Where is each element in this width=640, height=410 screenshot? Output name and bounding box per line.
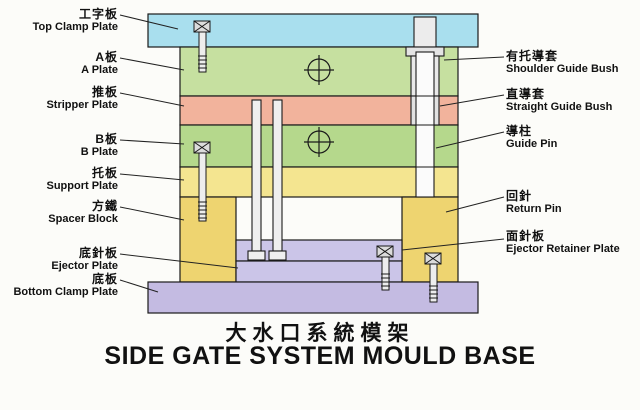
hole-symbol-b-plate [304, 127, 334, 157]
label-stripper-plate: 推板 Stripper Plate [46, 85, 118, 112]
bottom-clamp-plate [147, 281, 479, 314]
screw-ejector [376, 245, 394, 291]
label-ejector-plate-en: Ejector Plate [51, 260, 118, 273]
screw-top-left [193, 20, 211, 73]
label-guide-pin-zh: 導柱 [506, 124, 533, 138]
label-straight-guide-bush: 直導套 Straight Guide Bush [506, 87, 613, 114]
label-straight-guide-bush-zh: 直導套 [506, 87, 546, 101]
label-ejector-retainer-plate: 面針板 Ejector Retainer Plate [506, 229, 620, 256]
leader-lines [119, 14, 505, 293]
label-support-plate-zh: 托板 [91, 166, 118, 180]
label-shoulder-guide-bush: 有托導套 Shoulder Guide Bush [506, 49, 619, 76]
label-return-pin: 回針 Return Pin [506, 189, 562, 216]
hole-symbol-a-plate [304, 55, 334, 85]
label-b-plate-en: B Plate [80, 146, 118, 159]
label-return-pin-en: Return Pin [506, 203, 562, 216]
label-stripper-plate-zh: 推板 [91, 85, 118, 99]
label-bottom-clamp-plate-en: Bottom Clamp Plate [13, 286, 118, 299]
label-spacer-block-zh: 方鐵 [91, 199, 118, 213]
label-support-plate-en: Support Plate [46, 180, 118, 193]
label-ejector-plate: 底針板 Ejector Plate [51, 246, 118, 273]
screws [193, 20, 442, 303]
label-straight-guide-bush-en: Straight Guide Bush [506, 101, 613, 114]
return-pin-left-base [247, 250, 266, 261]
support-plate [179, 166, 459, 198]
label-a-plate: A板 A Plate [81, 50, 118, 77]
guide-assembly [405, 16, 445, 198]
label-guide-pin-en: Guide Pin [506, 138, 558, 151]
label-spacer-block: 方鐵 Spacer Block [48, 199, 118, 226]
label-b-plate-zh: B板 [95, 132, 118, 146]
return-pins [247, 99, 287, 261]
return-pin-left [251, 99, 262, 252]
hole-symbols [304, 55, 334, 157]
label-ejector-plate-zh: 底針板 [78, 246, 118, 260]
label-a-plate-en: A Plate [81, 64, 118, 77]
label-b-plate: B板 B Plate [80, 132, 118, 159]
label-ejector-retainer-plate-en: Ejector Retainer Plate [506, 243, 620, 256]
label-top-clamp-plate-zh: 工字板 [78, 7, 118, 21]
label-shoulder-guide-bush-zh: 有托導套 [506, 49, 559, 63]
shoulder-guide-bush-head [413, 16, 437, 48]
spacer-block-left [179, 196, 237, 283]
label-top-clamp-plate-en: Top Clamp Plate [32, 21, 118, 34]
label-spacer-block-en: Spacer Block [48, 213, 118, 226]
return-pin-right-base [268, 250, 287, 261]
label-bottom-clamp-plate-zh: 底板 [91, 272, 118, 286]
label-ejector-retainer-plate-zh: 面針板 [506, 229, 546, 243]
label-top-clamp-plate: 工字板 Top Clamp Plate [32, 7, 118, 34]
label-stripper-plate-en: Stripper Plate [46, 99, 118, 112]
label-shoulder-guide-bush-en: Shoulder Guide Bush [506, 63, 619, 76]
screw-bottom-right [424, 252, 442, 303]
screw-left-middle [193, 141, 211, 222]
return-pin-right [272, 99, 283, 252]
label-bottom-clamp-plate: 底板 Bottom Clamp Plate [13, 272, 118, 299]
diagram-title-english: SIDE GATE SYSTEM MOULD BASE [104, 342, 536, 370]
label-support-plate: 托板 Support Plate [46, 166, 118, 193]
label-a-plate-zh: A板 [95, 50, 118, 64]
ejector-plate [235, 260, 403, 283]
label-return-pin-zh: 回針 [506, 189, 533, 203]
diagram-title-chinese: 大水口系統模架 [225, 322, 415, 345]
label-guide-pin: 導柱 Guide Pin [506, 124, 558, 151]
